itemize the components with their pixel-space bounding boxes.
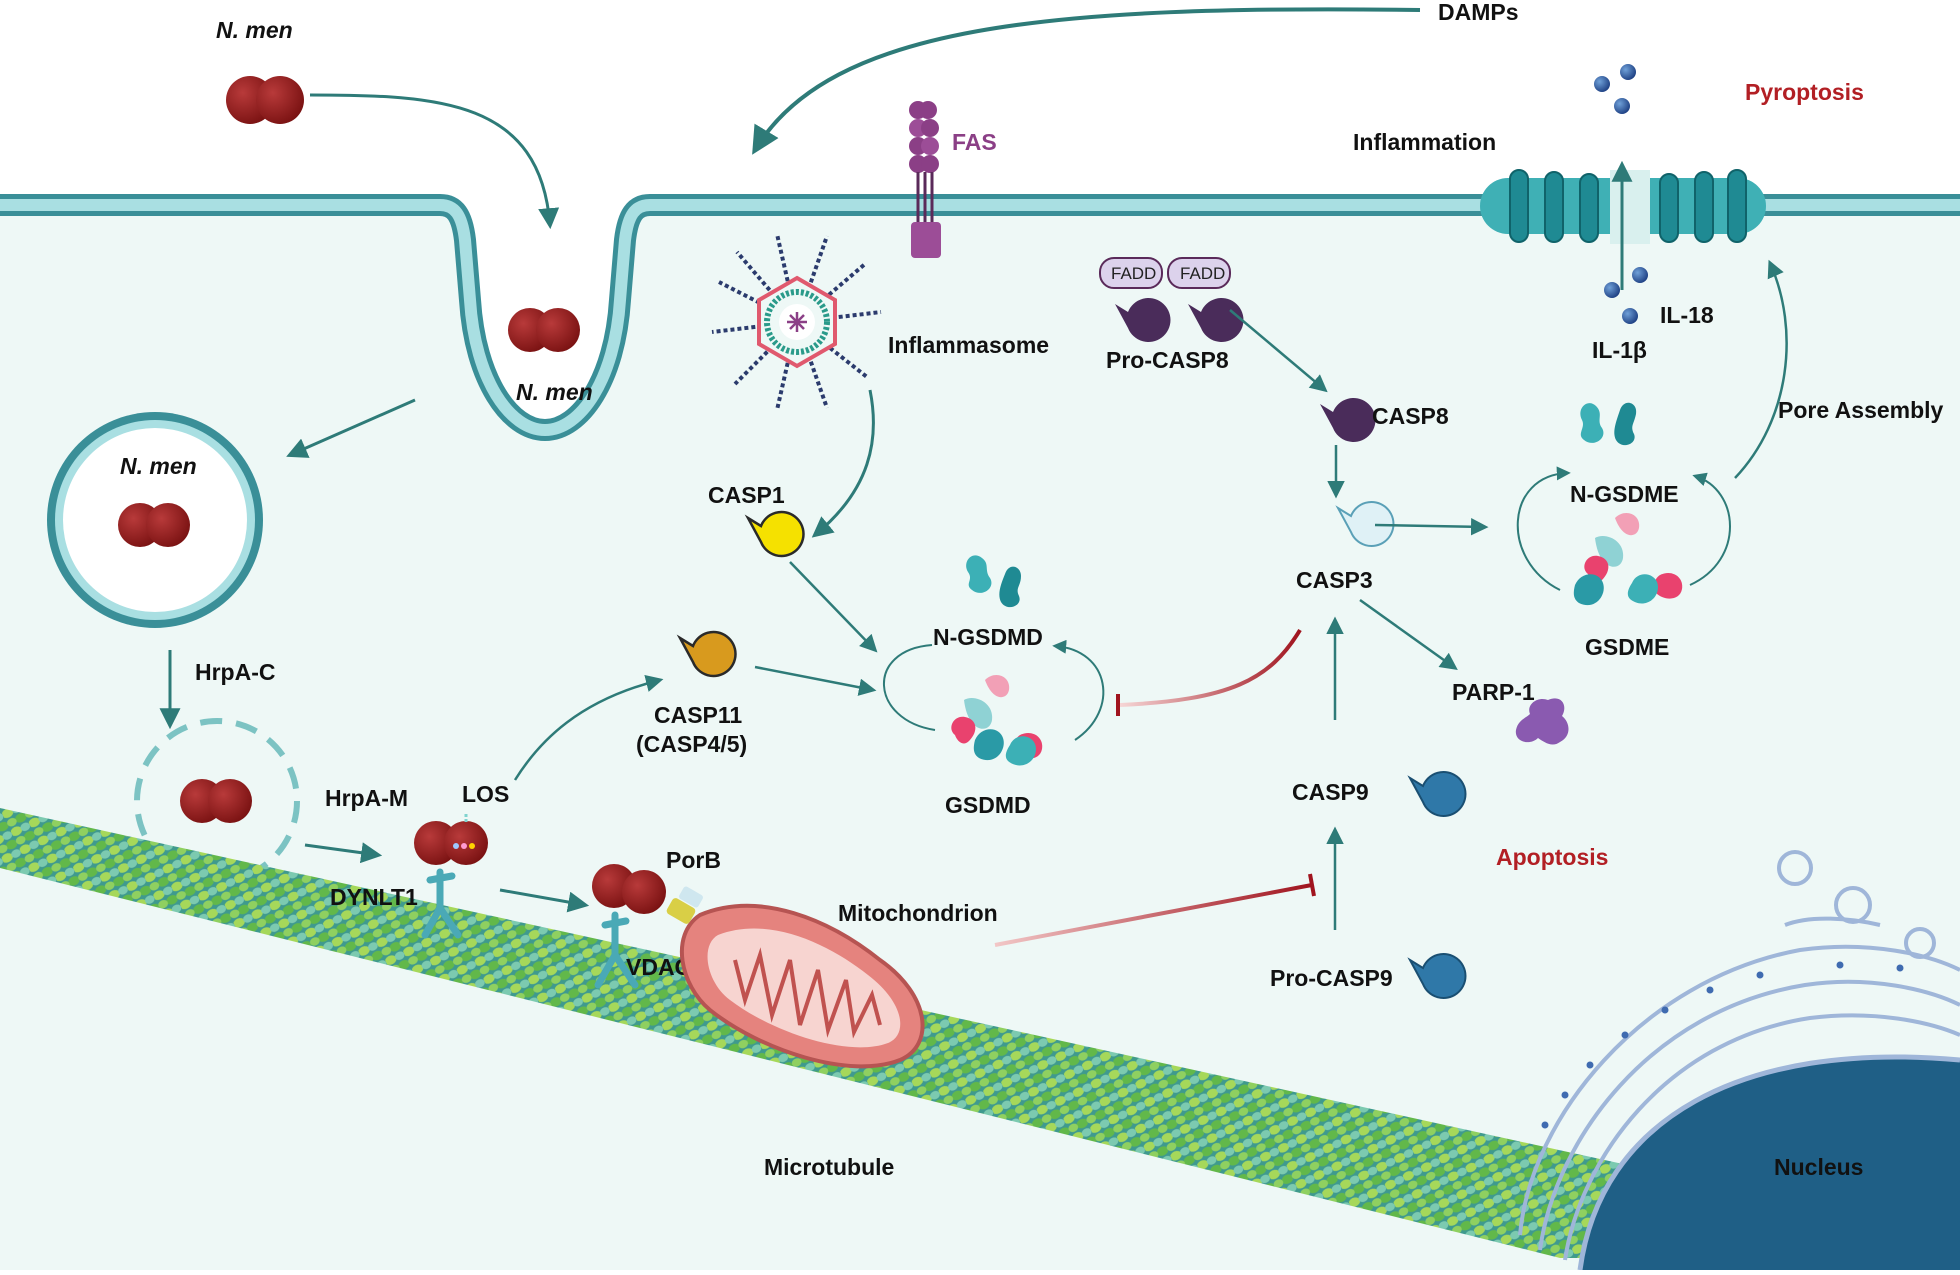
pro-casp8-label: Pro-CASP8: [1106, 347, 1229, 373]
endoplasmic-reticulum: [1518, 850, 1960, 1261]
il-cytokines-inside: [1604, 267, 1648, 324]
n-men-bacterium-top: [226, 76, 304, 124]
fadd-right-label: FADD: [1180, 264, 1225, 283]
dynlt1-label: DYNLT1: [330, 884, 418, 910]
dynlt1-protein: [421, 868, 462, 939]
n-men-pocket-label: N. men: [516, 379, 593, 405]
il-cytokines-released: [1594, 64, 1636, 114]
mitochondrion: [666, 886, 925, 1069]
casp1-icon: [744, 510, 805, 558]
casp1-label: CASP1: [708, 482, 785, 508]
casp3-icon: [1335, 501, 1395, 547]
gsdmd-protein: [951, 675, 1043, 766]
porb-label: PorB: [666, 847, 721, 873]
gsdme-cycle-right: [1689, 472, 1731, 586]
casp1-gsdmd-arrow: [789, 561, 878, 653]
plasma-membrane: [0, 194, 1960, 442]
gsdme-protein: [1573, 513, 1683, 606]
pro-casp8-icon-right: [1188, 298, 1244, 342]
fadd-left-label: FADD: [1111, 264, 1156, 283]
los-label: LOS: [462, 781, 509, 807]
n-men-top-label: N. men: [216, 17, 293, 43]
pore-assembly-arrow: [1734, 259, 1788, 479]
casp3-label: CASP3: [1296, 567, 1373, 593]
inflammasome-casp1-arrow: [811, 389, 875, 538]
il1b-label: IL-1β: [1592, 337, 1647, 363]
casp8-icon: [1320, 398, 1376, 443]
pro-casp9-icon: [1407, 953, 1467, 999]
fadd-adaptors: [1099, 257, 1231, 289]
procasp8-casp8-arrow: [1229, 309, 1328, 393]
casp3-parp1-arrow: [1359, 598, 1458, 671]
mito-inhibit-casp9: [994, 883, 1313, 947]
casp11-label-line1: CASP11: [654, 702, 742, 728]
vdac-protein: [594, 911, 639, 989]
casp11-icon: [676, 630, 737, 678]
pro-casp8-icon-left: [1115, 298, 1171, 342]
nucleus: [1577, 1054, 1960, 1271]
pro-casp9-label: Pro-CASP9: [1270, 965, 1393, 991]
damps-label: DAMPs: [1438, 0, 1519, 25]
inflammation-label: Inflammation: [1353, 129, 1496, 155]
gsdmd-label: GSDMD: [945, 792, 1031, 818]
casp9-label: CASP9: [1292, 779, 1369, 805]
fas-label: FAS: [952, 129, 997, 155]
endocytosis-arrow: [286, 398, 416, 458]
mitochondrion-label: Mitochondrion: [838, 900, 998, 926]
n-gsdme-fragments: [1580, 402, 1637, 446]
hrpa-m-label: HrpA-M: [325, 785, 408, 811]
endosome-vesicle: [47, 412, 263, 628]
damps-arrow: [752, 7, 1421, 155]
n-men-bacterium-pocket: [508, 308, 580, 352]
n-gsdmd-fragments: [966, 555, 1021, 608]
er-ribosomes: [1541, 961, 1904, 1129]
casp11-gsdmd-arrow: [754, 665, 877, 696]
casp11-label-line2: (CASP4/5): [636, 731, 747, 757]
gsdmd-cycle-left: [883, 644, 936, 731]
n-men-porb-bound: [592, 864, 666, 914]
n-men-microtubule-bound: [414, 812, 488, 865]
hrpa-c-label: HrpA-C: [195, 659, 276, 685]
microtubule: [0, 808, 1960, 1258]
casp8-label: CASP8: [1372, 403, 1449, 429]
parp1-protein: [1515, 698, 1569, 745]
hrpa-m-arrow: [304, 842, 383, 864]
il18-label: IL-18: [1660, 302, 1714, 328]
los-casp11-arrow: [513, 674, 664, 781]
n-men-vesicle-label: N. men: [120, 453, 197, 479]
microtubule-label: Microtubule: [764, 1154, 894, 1180]
casp3-gsdme-arrow: [1374, 517, 1489, 536]
n-gsdme-label: N-GSDME: [1570, 481, 1679, 507]
inflammasome-label: Inflammasome: [888, 332, 1049, 358]
pore-assembly-label: Pore Assembly: [1778, 397, 1944, 423]
gsdmd-cycle-right: [1052, 639, 1105, 741]
parp1-label: PARP-1: [1452, 679, 1535, 705]
nucleus-label: Nucleus: [1774, 1154, 1863, 1180]
pyroptosis-label: Pyroptosis: [1745, 79, 1864, 105]
apoptosis-label: Apoptosis: [1496, 844, 1608, 870]
casp9-icon: [1407, 771, 1467, 817]
fas-receptor: [909, 101, 941, 258]
casp3-inhibit-gsdmd: [1119, 628, 1302, 707]
gsdme-cycle-left: [1516, 466, 1571, 591]
n-gsdmd-label: N-GSDMD: [933, 624, 1043, 650]
inflammasome-complex: [711, 233, 882, 411]
gsdme-label: GSDME: [1585, 634, 1669, 660]
entry-arrow: [309, 93, 560, 230]
porb-arrow: [499, 888, 590, 913]
